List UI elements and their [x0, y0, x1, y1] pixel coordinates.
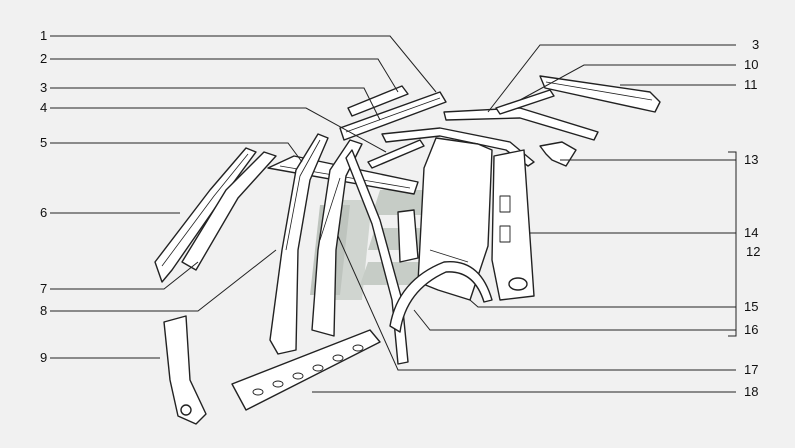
callout-5: 5 [40, 135, 48, 150]
callout-14: 14 [744, 225, 759, 240]
part-9-lower-pillar [163, 315, 207, 425]
part-3-roof-bow-lower [381, 127, 535, 167]
callout-3-right: 3 [752, 37, 760, 52]
callout-9: 9 [40, 350, 48, 365]
part-7-inner-pillar [181, 151, 277, 271]
callout-17: 17 [744, 362, 759, 377]
callout-11: 11 [744, 77, 758, 92]
part-6-a-pillar [154, 147, 257, 283]
part-2-rail [347, 85, 409, 117]
part-11-rear-header [539, 75, 661, 113]
callout-16: 16 [744, 322, 759, 337]
parts [154, 75, 661, 425]
leader-lines [50, 35, 737, 393]
part-13-bracket [539, 141, 577, 167]
callout-13: 13 [744, 152, 759, 167]
part-1-rear-rail [339, 91, 447, 141]
callout-12: 12 [746, 244, 761, 259]
part-8-b-pillar [269, 133, 329, 355]
callout-8: 8 [40, 303, 48, 318]
callout-3-left: 3 [40, 80, 48, 95]
callout-15: 15 [744, 299, 759, 314]
part-18-sill [231, 329, 381, 411]
part-17-b-pillar-inner [311, 139, 363, 337]
callout-7: 7 [40, 281, 48, 296]
callout-4: 4 [40, 100, 48, 115]
part-4-strip [367, 139, 425, 169]
callout-6: 6 [40, 205, 48, 220]
callout-18: 18 [744, 384, 759, 399]
part-16-wheel-arch [389, 260, 493, 333]
callout-1: 1 [40, 28, 48, 43]
part-14-rear-pillar [491, 149, 535, 301]
callout-2: 2 [40, 51, 48, 66]
part-10-strip [495, 89, 555, 115]
callout-10: 10 [744, 57, 759, 72]
